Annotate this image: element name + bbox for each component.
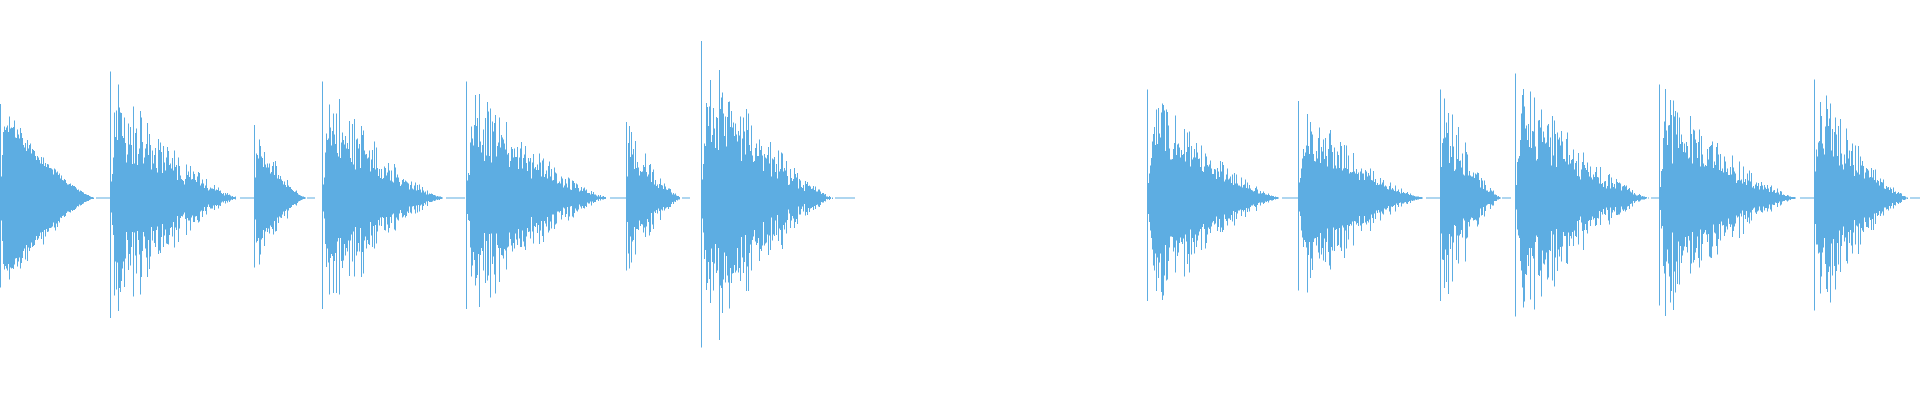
waveform-burst <box>322 81 465 309</box>
waveform-burst <box>110 71 260 318</box>
waveform-burst <box>1515 73 1671 317</box>
waveform-burst <box>0 104 110 288</box>
waveform-burst <box>1147 89 1302 302</box>
waveform-burst <box>1814 79 1920 311</box>
waveform-burst <box>1298 100 1445 293</box>
waveform-burst <box>701 40 855 348</box>
waveform-burst <box>1659 84 1821 316</box>
waveform-burst <box>466 81 632 309</box>
waveform-burst <box>626 121 690 271</box>
waveform-burst <box>1440 89 1511 302</box>
waveform-burst <box>254 125 315 268</box>
